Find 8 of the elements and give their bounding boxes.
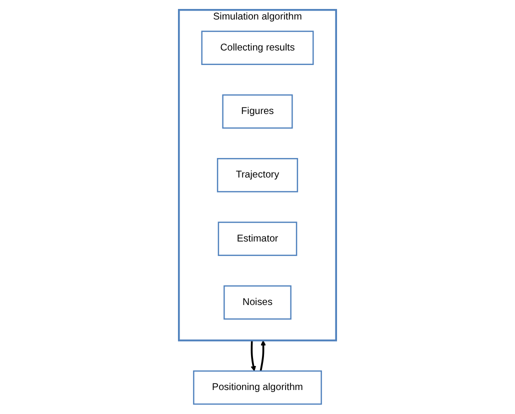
node-box: Noises (224, 285, 292, 320)
node-box: Trajectory (216, 158, 298, 192)
node-box: Figures (222, 94, 293, 129)
arrow (260, 340, 266, 372)
node-box: Collecting results (201, 30, 314, 65)
node-box: Positioning algorithm (193, 370, 322, 405)
arrow (250, 340, 256, 372)
node-box: Estimator (218, 222, 298, 256)
